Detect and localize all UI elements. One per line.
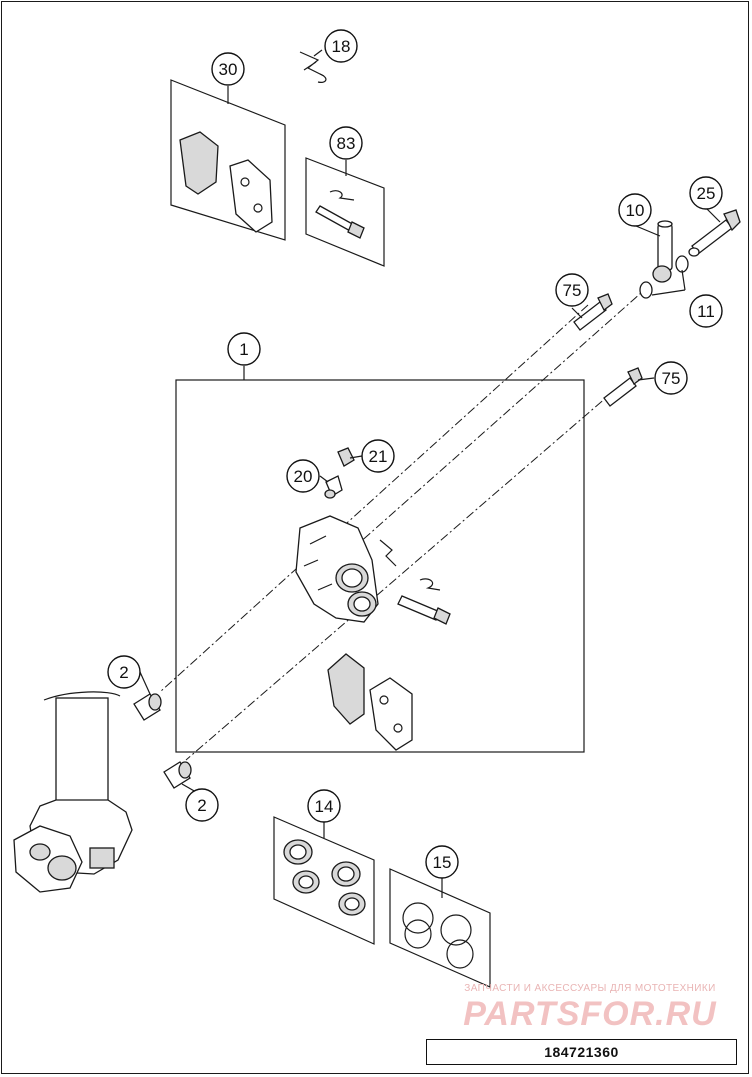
callout-2-lower: 2 — [185, 788, 219, 822]
banjo-bolt-25 — [688, 209, 741, 257]
callout-2-upper: 2 — [107, 655, 141, 689]
pin-kit-panel-83 — [305, 157, 385, 267]
brake-caliper-body-1 — [295, 515, 379, 623]
callout-20-label: 20 — [294, 467, 313, 486]
retaining-clip-18 — [299, 51, 327, 83]
callout-11-label: 11 — [697, 302, 715, 321]
callout-21-label: 21 — [369, 447, 388, 466]
bleed-cap-21 — [337, 447, 355, 467]
callout-10: 10 — [618, 193, 652, 227]
callout-21: 21 — [361, 439, 395, 473]
callout-18-label: 18 — [332, 37, 351, 56]
callout-2-lower-label: 2 — [197, 796, 206, 815]
reference-number: 184721360 — [544, 1044, 619, 1060]
callout-15: 15 — [425, 845, 459, 879]
callout-25-label: 25 — [697, 184, 716, 203]
seal-kit-panel-15 — [389, 868, 491, 988]
callout-75-upper-label: 75 — [563, 281, 582, 300]
callout-15-label: 15 — [433, 853, 452, 872]
bushing-2-lower — [163, 761, 192, 789]
piston-kit-14 — [283, 839, 366, 916]
callout-30-label: 30 — [219, 60, 238, 79]
callout-1: 1 — [227, 332, 261, 366]
bushing-2-upper — [133, 693, 162, 721]
brake-pads-in-caliper — [327, 653, 413, 751]
callout-20: 20 — [286, 459, 320, 493]
axis-banjo — [339, 284, 651, 561]
pad-clip — [379, 539, 441, 591]
callout-75-lower: 75 — [654, 361, 688, 395]
callout-83: 83 — [329, 126, 363, 160]
caliper-bolt-75-lower — [603, 367, 643, 407]
callout-11: 11 — [689, 294, 723, 328]
watermark-tagline: ЗАПЧАСТИ И АКСЕССУАРЫ ДЛЯ МОТОТЕХНИКИ — [464, 983, 716, 994]
seal-kit-15 — [402, 902, 474, 969]
banjo-fitting-10 — [652, 220, 673, 283]
caliper-panel-1 — [175, 379, 585, 753]
leader-lines — [139, 49, 721, 898]
callout-14: 14 — [307, 789, 341, 823]
brake-pads-30 — [179, 131, 273, 233]
callout-1-label: 1 — [239, 340, 248, 359]
pad-pin-kit-83 — [315, 190, 365, 239]
axis-lower-bolt — [185, 389, 616, 761]
callout-18: 18 — [324, 29, 358, 63]
sealing-washers-11 — [639, 255, 689, 299]
callout-75-lower-label: 75 — [662, 369, 681, 388]
callout-25: 25 — [689, 176, 723, 210]
bleed-screw-20 — [324, 475, 343, 499]
callout-10-label: 10 — [626, 201, 645, 220]
axis-upper-bolt — [159, 304, 589, 693]
callout-83-label: 83 — [337, 134, 356, 153]
watermark-logo: PARTSFOR.RU — [463, 995, 717, 1033]
pad-set-panel-30 — [170, 79, 286, 241]
callout-30: 30 — [211, 52, 245, 86]
callout-14-label: 14 — [315, 797, 334, 816]
caliper-bolt-75-upper — [573, 293, 613, 331]
pad-pin — [397, 595, 451, 625]
callout-2-upper-label: 2 — [119, 663, 128, 682]
callout-75-upper: 75 — [555, 273, 589, 307]
reference-number-box: 184721360 — [426, 1039, 737, 1065]
fork-leg-mount — [13, 691, 133, 893]
piston-kit-panel-14 — [273, 816, 375, 945]
